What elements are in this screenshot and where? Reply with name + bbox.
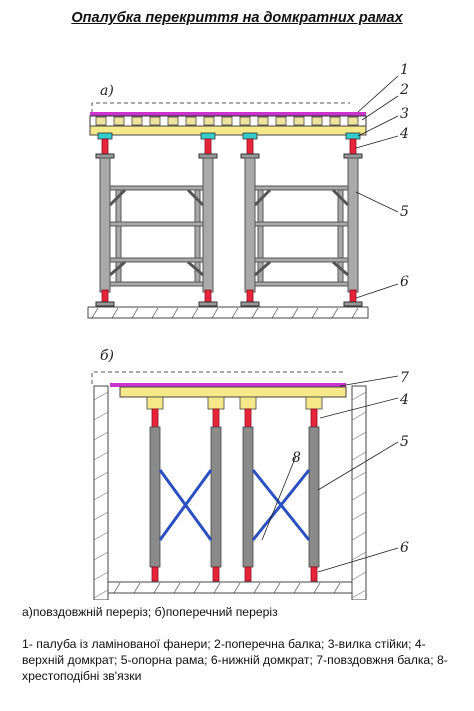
frame-posts-b bbox=[149, 426, 320, 568]
callout-3: 3 bbox=[400, 106, 409, 122]
callout-6b: 6 bbox=[400, 540, 409, 556]
page-title: Опалубка перекриття на домкратних рамах bbox=[71, 10, 403, 26]
callouts-b: 7 4 5 8 6 bbox=[292, 370, 409, 556]
view-a-label: а) bbox=[100, 83, 114, 99]
slab-outline bbox=[91, 102, 350, 113]
top-jacks-a bbox=[95, 138, 363, 159]
callout-8: 8 bbox=[292, 450, 301, 466]
formwork-diagram: а) bbox=[87, 62, 409, 600]
slab-outline-b bbox=[91, 371, 345, 384]
callout-6: 6 bbox=[400, 274, 409, 290]
callouts-a: 1 2 3 4 5 6 bbox=[399, 62, 409, 290]
cross-braces bbox=[158, 469, 311, 541]
view-b-label: б) bbox=[100, 348, 114, 364]
longitudinal-beam-a bbox=[89, 125, 367, 136]
bottom-jacks-b bbox=[151, 566, 318, 582]
callout-4b: 4 bbox=[399, 392, 409, 408]
caption-views: а)повздовжній переріз; б)поперечний пере… bbox=[22, 605, 278, 619]
frame-gussets-a bbox=[108, 188, 350, 277]
top-jacks-b bbox=[151, 408, 318, 428]
wall-hatch bbox=[93, 391, 367, 599]
plywood-deck bbox=[90, 112, 366, 116]
leaders-b bbox=[261, 375, 399, 573]
plywood-deck-b bbox=[110, 383, 346, 387]
callout-5b: 5 bbox=[400, 434, 409, 450]
leaders-a bbox=[355, 75, 399, 299]
bottom-jacks-a bbox=[95, 289, 363, 307]
ground-a bbox=[87, 306, 369, 319]
callout-7: 7 bbox=[400, 370, 409, 386]
caption-legend: 1- палуба із ламінованої фанери; 2-попер… bbox=[22, 637, 448, 683]
support-frames-a bbox=[99, 157, 359, 293]
view-a: а) bbox=[87, 62, 409, 319]
cross-beams bbox=[89, 115, 367, 127]
callout-4: 4 bbox=[399, 126, 409, 142]
callout-1: 1 bbox=[400, 62, 409, 78]
walls-b bbox=[93, 385, 367, 600]
floor-b bbox=[108, 581, 352, 594]
post-heads-b bbox=[146, 396, 323, 410]
longitudinal-beam-b bbox=[119, 386, 347, 398]
view-b: б) bbox=[91, 348, 409, 600]
callout-2: 2 bbox=[399, 82, 409, 98]
callout-5: 5 bbox=[400, 204, 409, 220]
